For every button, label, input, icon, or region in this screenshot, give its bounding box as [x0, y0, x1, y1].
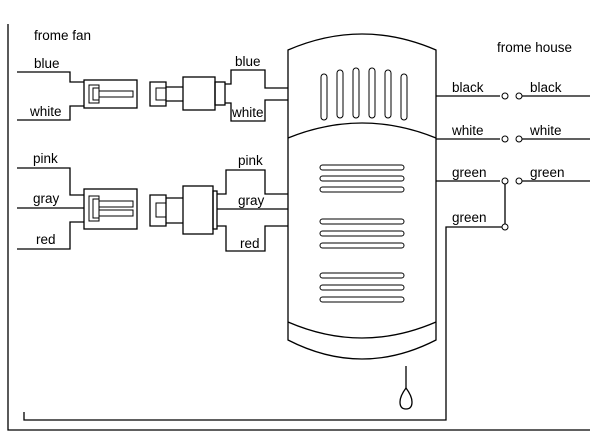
- receiver-connector-bottom: [149, 185, 218, 235]
- terminal-green-right: [515, 177, 523, 185]
- frame-border: [7, 24, 590, 431]
- heading-from-fan: frome fan: [34, 28, 91, 43]
- terminal-white-left: [501, 135, 509, 143]
- receiver-unit-icon: [287, 33, 437, 360]
- fan-wire-pink: [17, 167, 84, 196]
- output-wire-green-ground: [23, 226, 502, 421]
- receiver-connector-top: [149, 76, 226, 111]
- receiver-wire-blue: [225, 69, 288, 89]
- terminal-green-left: [501, 177, 509, 185]
- fan-label-blue: blue: [34, 56, 60, 71]
- fan-wire-blue: [17, 71, 84, 83]
- fan-wire-red: [17, 221, 84, 250]
- house-label-black: black: [530, 80, 562, 95]
- output-label-green-ground: green: [452, 210, 487, 225]
- fan-connector-bottom: [83, 188, 138, 230]
- terminal-white-right: [515, 135, 523, 143]
- fan-label-pink: pink: [33, 151, 58, 166]
- terminal-black-left: [501, 92, 509, 100]
- output-label-black: black: [452, 80, 484, 95]
- terminal-black-right: [515, 92, 523, 100]
- house-label-green: green: [530, 165, 565, 180]
- output-label-white: white: [451, 123, 484, 138]
- receiver-label-pink: pink: [238, 153, 263, 168]
- receiver-label-white: white: [231, 105, 264, 120]
- receiver-label-gray: gray: [238, 193, 265, 208]
- fan-label-gray: gray: [33, 191, 60, 206]
- house-label-white: white: [529, 123, 562, 138]
- receiver-label-blue: blue: [235, 54, 261, 69]
- receiver-wire-red: [217, 225, 288, 252]
- pull-chain-icon: [399, 366, 413, 410]
- receiver-label-red: red: [240, 236, 260, 251]
- terminal-ground: [501, 223, 509, 231]
- receiver-wire-pink: [217, 169, 288, 195]
- fan-connector-top: [83, 79, 138, 109]
- fan-label-white: white: [29, 104, 62, 119]
- receiver-wire-white: [225, 99, 288, 122]
- output-label-green: green: [452, 165, 487, 180]
- fan-label-red: red: [36, 232, 56, 247]
- fan-wire-white: [17, 105, 84, 121]
- heading-from-house: frome house: [497, 40, 572, 55]
